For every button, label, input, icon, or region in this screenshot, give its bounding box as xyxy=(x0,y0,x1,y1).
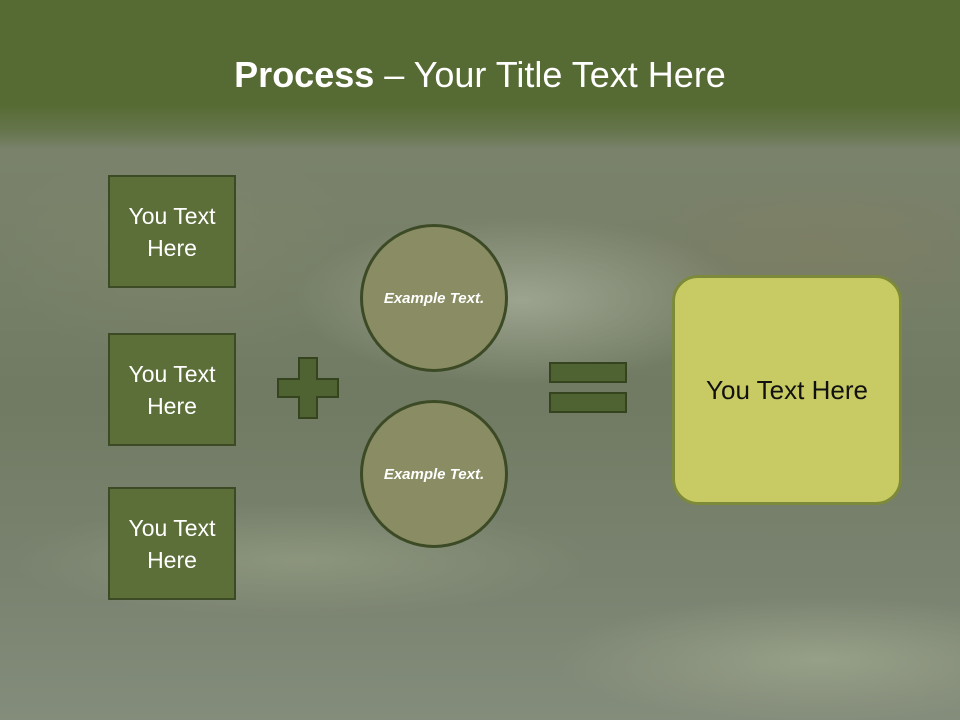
title-bar: Process – Your Title Text Here xyxy=(0,0,960,150)
input-box-3-label: You Text Here xyxy=(128,514,216,573)
result-box: You Text Here xyxy=(672,275,902,505)
example-circle-2-label: Example Text. xyxy=(383,465,485,483)
input-box-1: You Text Here xyxy=(108,175,236,288)
example-circle-2: Example Text. xyxy=(360,400,508,548)
slide-title: Process – Your Title Text Here xyxy=(0,52,960,98)
equals-icon xyxy=(549,362,627,413)
title-rest: – Your Title Text Here xyxy=(374,54,726,95)
example-circle-1-label: Example Text. xyxy=(383,289,485,307)
input-box-3: You Text Here xyxy=(108,487,236,600)
example-circle-1: Example Text. xyxy=(360,224,508,372)
title-bold: Process xyxy=(234,54,375,95)
input-box-2: You Text Here xyxy=(108,333,236,446)
plus-icon xyxy=(277,357,339,419)
input-box-1-label: You Text Here xyxy=(128,202,216,261)
input-box-2-label: You Text Here xyxy=(128,360,216,419)
result-box-label: You Text Here xyxy=(706,375,868,405)
